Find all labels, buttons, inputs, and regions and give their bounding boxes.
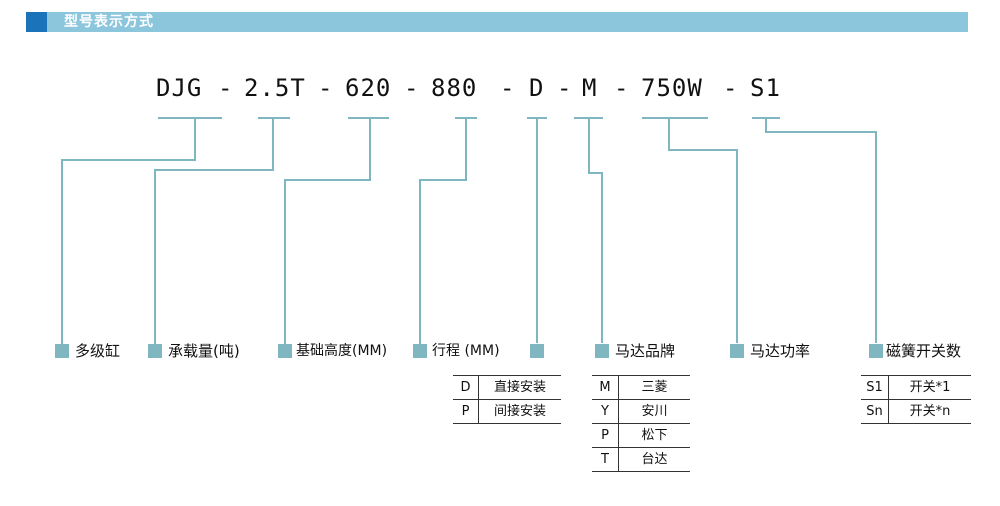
- option-desc: 三菱: [618, 375, 690, 400]
- label-stroke: 行程 (MM): [432, 343, 500, 359]
- section-header-bar: 型号表示方式: [26, 12, 968, 32]
- code-motor-brand: M: [582, 74, 598, 102]
- code-motor-power: 750W: [641, 74, 703, 102]
- connector-base-height: [284, 117, 389, 353]
- code-stroke: 880: [431, 74, 478, 102]
- code-dash: -: [318, 74, 334, 102]
- label-series: 多级缸: [75, 342, 121, 360]
- label-base-height: 基础高度(MM): [296, 343, 388, 359]
- connector-switch: [752, 117, 877, 343]
- code-capacity: 2.5T: [244, 74, 306, 102]
- connector-motor-brand: [574, 117, 603, 343]
- table-row: T 台达: [592, 447, 690, 472]
- code-base-height: 620: [345, 74, 392, 102]
- stroke-marker: [413, 344, 427, 358]
- code-switch: S1: [750, 74, 781, 102]
- code-drive: D: [529, 74, 545, 102]
- label-switch: 磁簧开关数: [886, 342, 962, 360]
- switch-options-table: S1 开关*1 Sn 开关*n: [861, 375, 971, 424]
- base-height-marker: [278, 344, 292, 358]
- code-dash: -: [500, 74, 516, 102]
- drive-options-table: D 直接安装 P 间接安装: [453, 375, 561, 424]
- option-desc: 直接安装: [478, 375, 561, 400]
- code-dash: -: [723, 74, 739, 102]
- option-code: Y: [592, 399, 619, 424]
- switch-marker: [869, 344, 883, 358]
- connector-series: [61, 117, 222, 353]
- connector-drive: [527, 117, 547, 343]
- table-row: M 三菱: [592, 375, 690, 400]
- option-code: S1: [861, 375, 889, 400]
- option-code: M: [592, 375, 619, 400]
- label-motor-brand: 马达品牌: [615, 342, 676, 360]
- code-dash: -: [557, 74, 573, 102]
- brand-options-table: M 三菱 Y 安川 P 松下 T 台达: [592, 375, 690, 472]
- capacity-marker: [148, 344, 162, 358]
- code-dash: -: [404, 74, 420, 102]
- option-desc: 开关*1: [888, 375, 971, 400]
- option-desc: 松下: [618, 423, 690, 448]
- motor-power-marker: [730, 344, 744, 358]
- table-row: Sn 开关*n: [861, 399, 971, 424]
- option-desc: 安川: [618, 399, 690, 424]
- option-code: P: [592, 423, 619, 448]
- label-capacity: 承载量(吨): [168, 342, 240, 360]
- option-code: T: [592, 447, 619, 472]
- table-row: S1 开关*1: [861, 375, 971, 400]
- section-title: 型号表示方式: [64, 14, 154, 30]
- drive-marker: [530, 344, 544, 358]
- code-dash: -: [218, 74, 234, 102]
- connector-motor-power: [642, 117, 738, 343]
- series-marker: [55, 344, 69, 358]
- section-header-accent: [26, 12, 47, 32]
- connector-capacity: [154, 117, 290, 353]
- option-desc: 台达: [618, 447, 690, 472]
- table-row: P 松下: [592, 423, 690, 448]
- option-code: D: [453, 375, 479, 400]
- table-row: Y 安川: [592, 399, 690, 424]
- code-dash: -: [614, 74, 630, 102]
- code-series: DJG: [156, 74, 203, 102]
- motor-brand-marker: [595, 344, 609, 358]
- option-desc: 开关*n: [888, 399, 971, 424]
- connector-stroke: [419, 117, 477, 353]
- table-row: P 间接安装: [453, 399, 561, 424]
- option-desc: 间接安装: [478, 399, 561, 424]
- label-motor-power: 马达功率: [750, 342, 811, 360]
- option-code: Sn: [861, 399, 889, 424]
- table-row: D 直接安装: [453, 375, 561, 400]
- option-code: P: [453, 399, 479, 424]
